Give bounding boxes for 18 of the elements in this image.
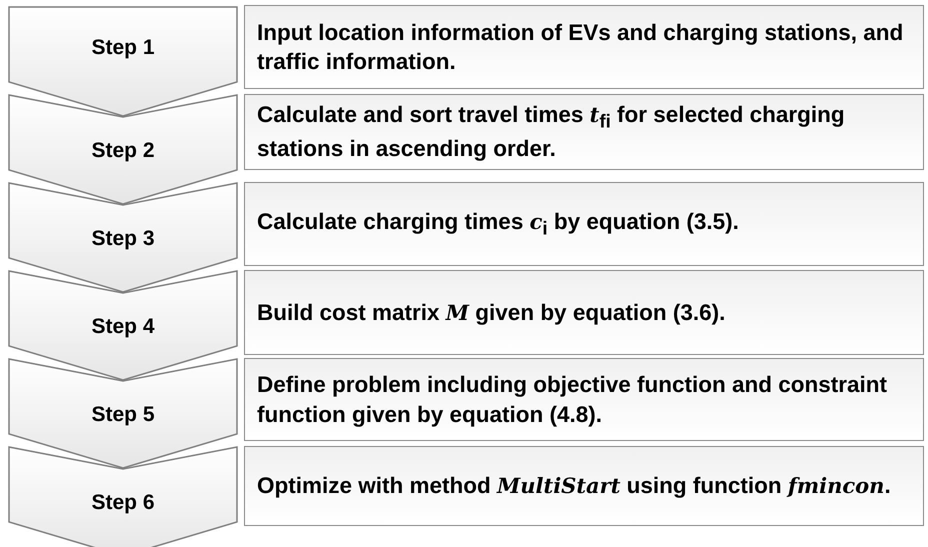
description-box [244, 446, 924, 526]
step-label: Step 2 [90, 139, 156, 163]
description-box [244, 5, 924, 89]
description-box [244, 182, 924, 266]
step-label: Step 3 [90, 227, 156, 251]
description-box [244, 94, 924, 170]
step-label: Step 4 [90, 315, 156, 339]
step-description: Input location information of EVs and charging stations, and traffic information. [257, 18, 904, 76]
step-description: Calculate and sort travel times t$_{fi}$ for selected charging stations in ascending order. [257, 101, 846, 164]
step-label: Step 6 [90, 491, 156, 515]
step-description: Build cost matrix M given by equation (3.6). [257, 298, 726, 327]
step-description: Calculate charging times c$_{i}$ by equation (3.5). [257, 208, 739, 241]
description-box [244, 270, 924, 355]
step-description: Optimize with method MultiStart using function fmincon. [257, 472, 891, 500]
step-description: Define problem including objective function and constraint function given by equation (4.8). [257, 371, 888, 429]
step-label: Step 5 [90, 403, 156, 427]
step-label: Step 1 [90, 36, 156, 60]
description-box [244, 358, 924, 441]
